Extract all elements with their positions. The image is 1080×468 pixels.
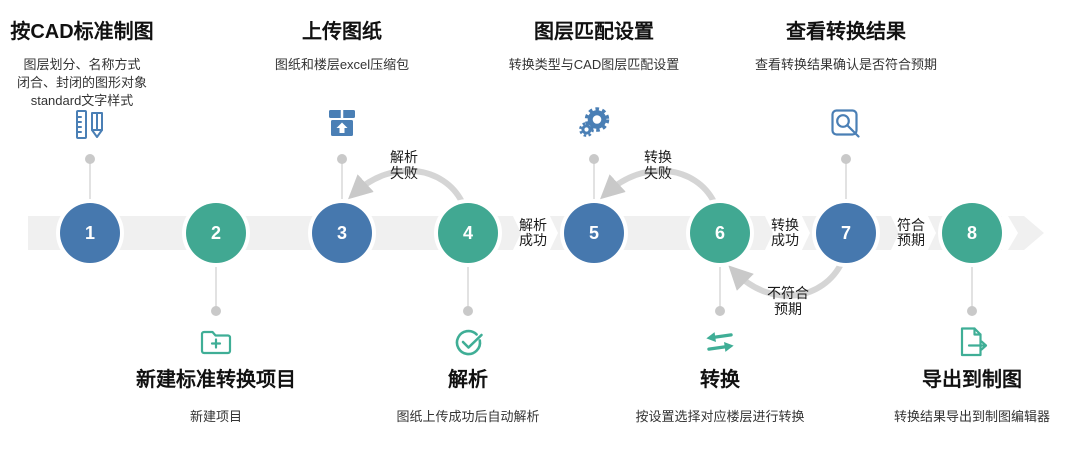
step-number: 1 <box>84 222 95 243</box>
ruler-pencil-icon <box>72 107 108 143</box>
step-number: 4 <box>462 222 473 243</box>
step-desc: 转换结果导出到制图编辑器 <box>893 409 1050 424</box>
step-2-text: 新建标准转换项目 新建项目 <box>66 368 366 426</box>
step-number: 3 <box>336 222 347 243</box>
step-title: 图层匹配设置 <box>534 21 654 43</box>
step-number: 8 <box>966 222 977 243</box>
step-desc: 图纸和楼层excel压缩包 <box>274 57 410 72</box>
step-1-text: 按CAD标准制图 图层划分、名称方式 闭合、封闭的图形对象 standard文字… <box>0 20 232 110</box>
step-desc: 图纸上传成功后自动解析 <box>396 409 540 424</box>
step-title: 解析 <box>448 369 488 391</box>
folder-plus-icon <box>198 324 234 360</box>
step-8-text: 导出到制图 转换结果导出到制图编辑器 <box>822 368 1080 426</box>
gear-icon <box>576 105 612 141</box>
step-node-7: 7 <box>816 203 876 263</box>
label-parse-success: 解析 成功 <box>519 217 547 248</box>
step-desc-line: standard文字样式 <box>30 93 134 108</box>
label-convert-success: 转换 成功 <box>771 217 799 248</box>
step-5-text: 图层匹配设置 转换类型与CAD图层匹配设置 <box>444 20 744 74</box>
step-title: 查看转换结果 <box>786 21 906 43</box>
step-node-2: 2 <box>186 203 246 263</box>
step-title: 新建标准转换项目 <box>136 369 296 391</box>
magnifier-icon <box>828 106 864 142</box>
step-node-1: 1 <box>60 203 120 263</box>
step-node-3: 3 <box>312 203 372 263</box>
step-title: 按CAD标准制图 <box>10 21 154 43</box>
step-title: 导出到制图 <box>922 369 1022 391</box>
step-number: 2 <box>210 222 221 243</box>
label-parse-fail: 解析 失败 <box>390 149 418 181</box>
step-3-text: 上传图纸 图纸和楼层excel压缩包 <box>192 20 492 74</box>
swap-arrows-icon <box>702 324 738 360</box>
step-node-4: 4 <box>438 203 498 263</box>
step-7-text: 查看转换结果 查看转换结果确认是否符合预期 <box>696 20 996 74</box>
export-doc-icon <box>954 324 990 360</box>
step-desc: 转换类型与CAD图层匹配设置 <box>508 57 680 72</box>
step-node-8: 8 <box>942 203 1002 263</box>
step-desc: 新建项目 <box>189 409 242 424</box>
step-4-text: 解析 图纸上传成功后自动解析 <box>318 368 618 426</box>
step-number: 5 <box>588 222 599 243</box>
step-6-text: 转换 按设置选择对应楼层进行转换 <box>570 368 870 426</box>
step-number: 6 <box>714 222 725 243</box>
step-node-6: 6 <box>690 203 750 263</box>
label-not-expected: 不符合 预期 <box>767 285 809 317</box>
step-desc-line: 闭合、封闭的图形对象 <box>16 75 147 90</box>
step-title: 转换 <box>700 369 740 391</box>
label-expected: 符合 预期 <box>897 217 925 248</box>
upload-box-icon <box>324 105 360 141</box>
label-convert-fail: 转换 失败 <box>644 149 672 181</box>
step-desc-line: 图层划分、名称方式 <box>23 57 141 72</box>
check-circle-icon <box>450 324 486 360</box>
step-title: 上传图纸 <box>302 21 382 43</box>
step-desc: 查看转换结果确认是否符合预期 <box>754 57 937 72</box>
step-number: 7 <box>840 222 851 243</box>
step-node-5: 5 <box>564 203 624 263</box>
step-desc: 按设置选择对应楼层进行转换 <box>635 409 805 424</box>
